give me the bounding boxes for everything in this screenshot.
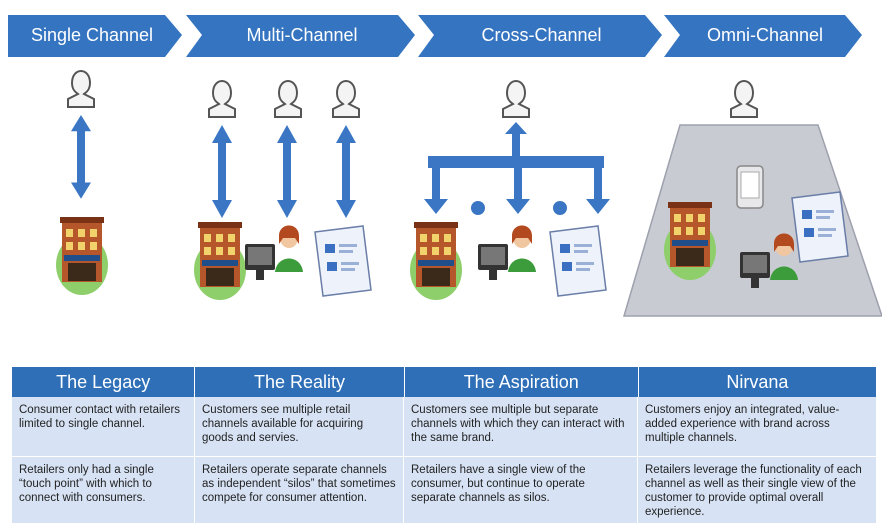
double-arrow xyxy=(336,125,356,218)
table-header-row: The Legacy The Reality The Aspiration Ni… xyxy=(12,367,876,397)
double-arrow xyxy=(277,125,297,218)
table-cell: Retailers only had a single “touch point… xyxy=(12,457,195,523)
person-icon xyxy=(67,70,95,108)
person-icon xyxy=(730,80,758,118)
person-icon xyxy=(208,80,236,118)
table-row: Retailers only had a single “touch point… xyxy=(12,457,876,523)
table-cell: Customers see multiple but separate chan… xyxy=(404,397,638,457)
column-header-reality: The Reality xyxy=(195,367,405,397)
phone-icon xyxy=(736,165,764,209)
store-icon xyxy=(664,202,716,280)
chevron-cross-channel xyxy=(418,15,662,57)
catalog-icon xyxy=(791,191,849,263)
person-icon xyxy=(502,80,530,118)
person-icon xyxy=(274,80,302,118)
table-cell: Consumer contact with retailers limited … xyxy=(12,397,195,457)
stage-chevrons xyxy=(8,15,862,57)
table-cell: Retailers operate separate channels as i… xyxy=(195,457,404,523)
agent-computer-icon xyxy=(478,225,536,280)
stage-label-omni: Omni-Channel xyxy=(706,25,824,45)
channel-illustrations xyxy=(56,70,882,317)
store-icon xyxy=(410,222,462,300)
column-header-aspiration: The Aspiration xyxy=(404,367,639,397)
comparison-table: The Legacy The Reality The Aspiration Ni… xyxy=(12,367,876,523)
double-arrow xyxy=(71,115,91,199)
stage-label-cross: Cross-Channel xyxy=(481,25,602,45)
table-cell: Retailers have a single view of the cons… xyxy=(404,457,638,523)
stage-label-multi: Multi-Channel xyxy=(246,25,358,45)
table-cell: Retailers leverage the functionality of … xyxy=(638,457,876,523)
catalog-icon xyxy=(549,225,607,297)
agent-computer-icon xyxy=(245,225,303,280)
double-arrow xyxy=(212,125,232,218)
store-icon xyxy=(194,222,246,300)
stage-label-single: Single Channel xyxy=(30,25,154,45)
table-cell: Customers see multiple retail channels a… xyxy=(195,397,404,457)
chevron-multi-channel xyxy=(186,15,415,57)
chevron-omni-channel xyxy=(664,15,862,57)
column-header-legacy: The Legacy xyxy=(12,367,196,397)
catalog-icon xyxy=(314,225,372,297)
store-icon xyxy=(56,217,108,295)
branch-arrows xyxy=(424,122,610,215)
person-icon xyxy=(332,80,360,118)
chevron-single-channel xyxy=(8,15,182,57)
table-row: Consumer contact with retailers limited … xyxy=(12,397,876,457)
table-cell: Customers enjoy an integrated, value-add… xyxy=(638,397,876,457)
column-header-nirvana: Nirvana xyxy=(638,367,876,397)
